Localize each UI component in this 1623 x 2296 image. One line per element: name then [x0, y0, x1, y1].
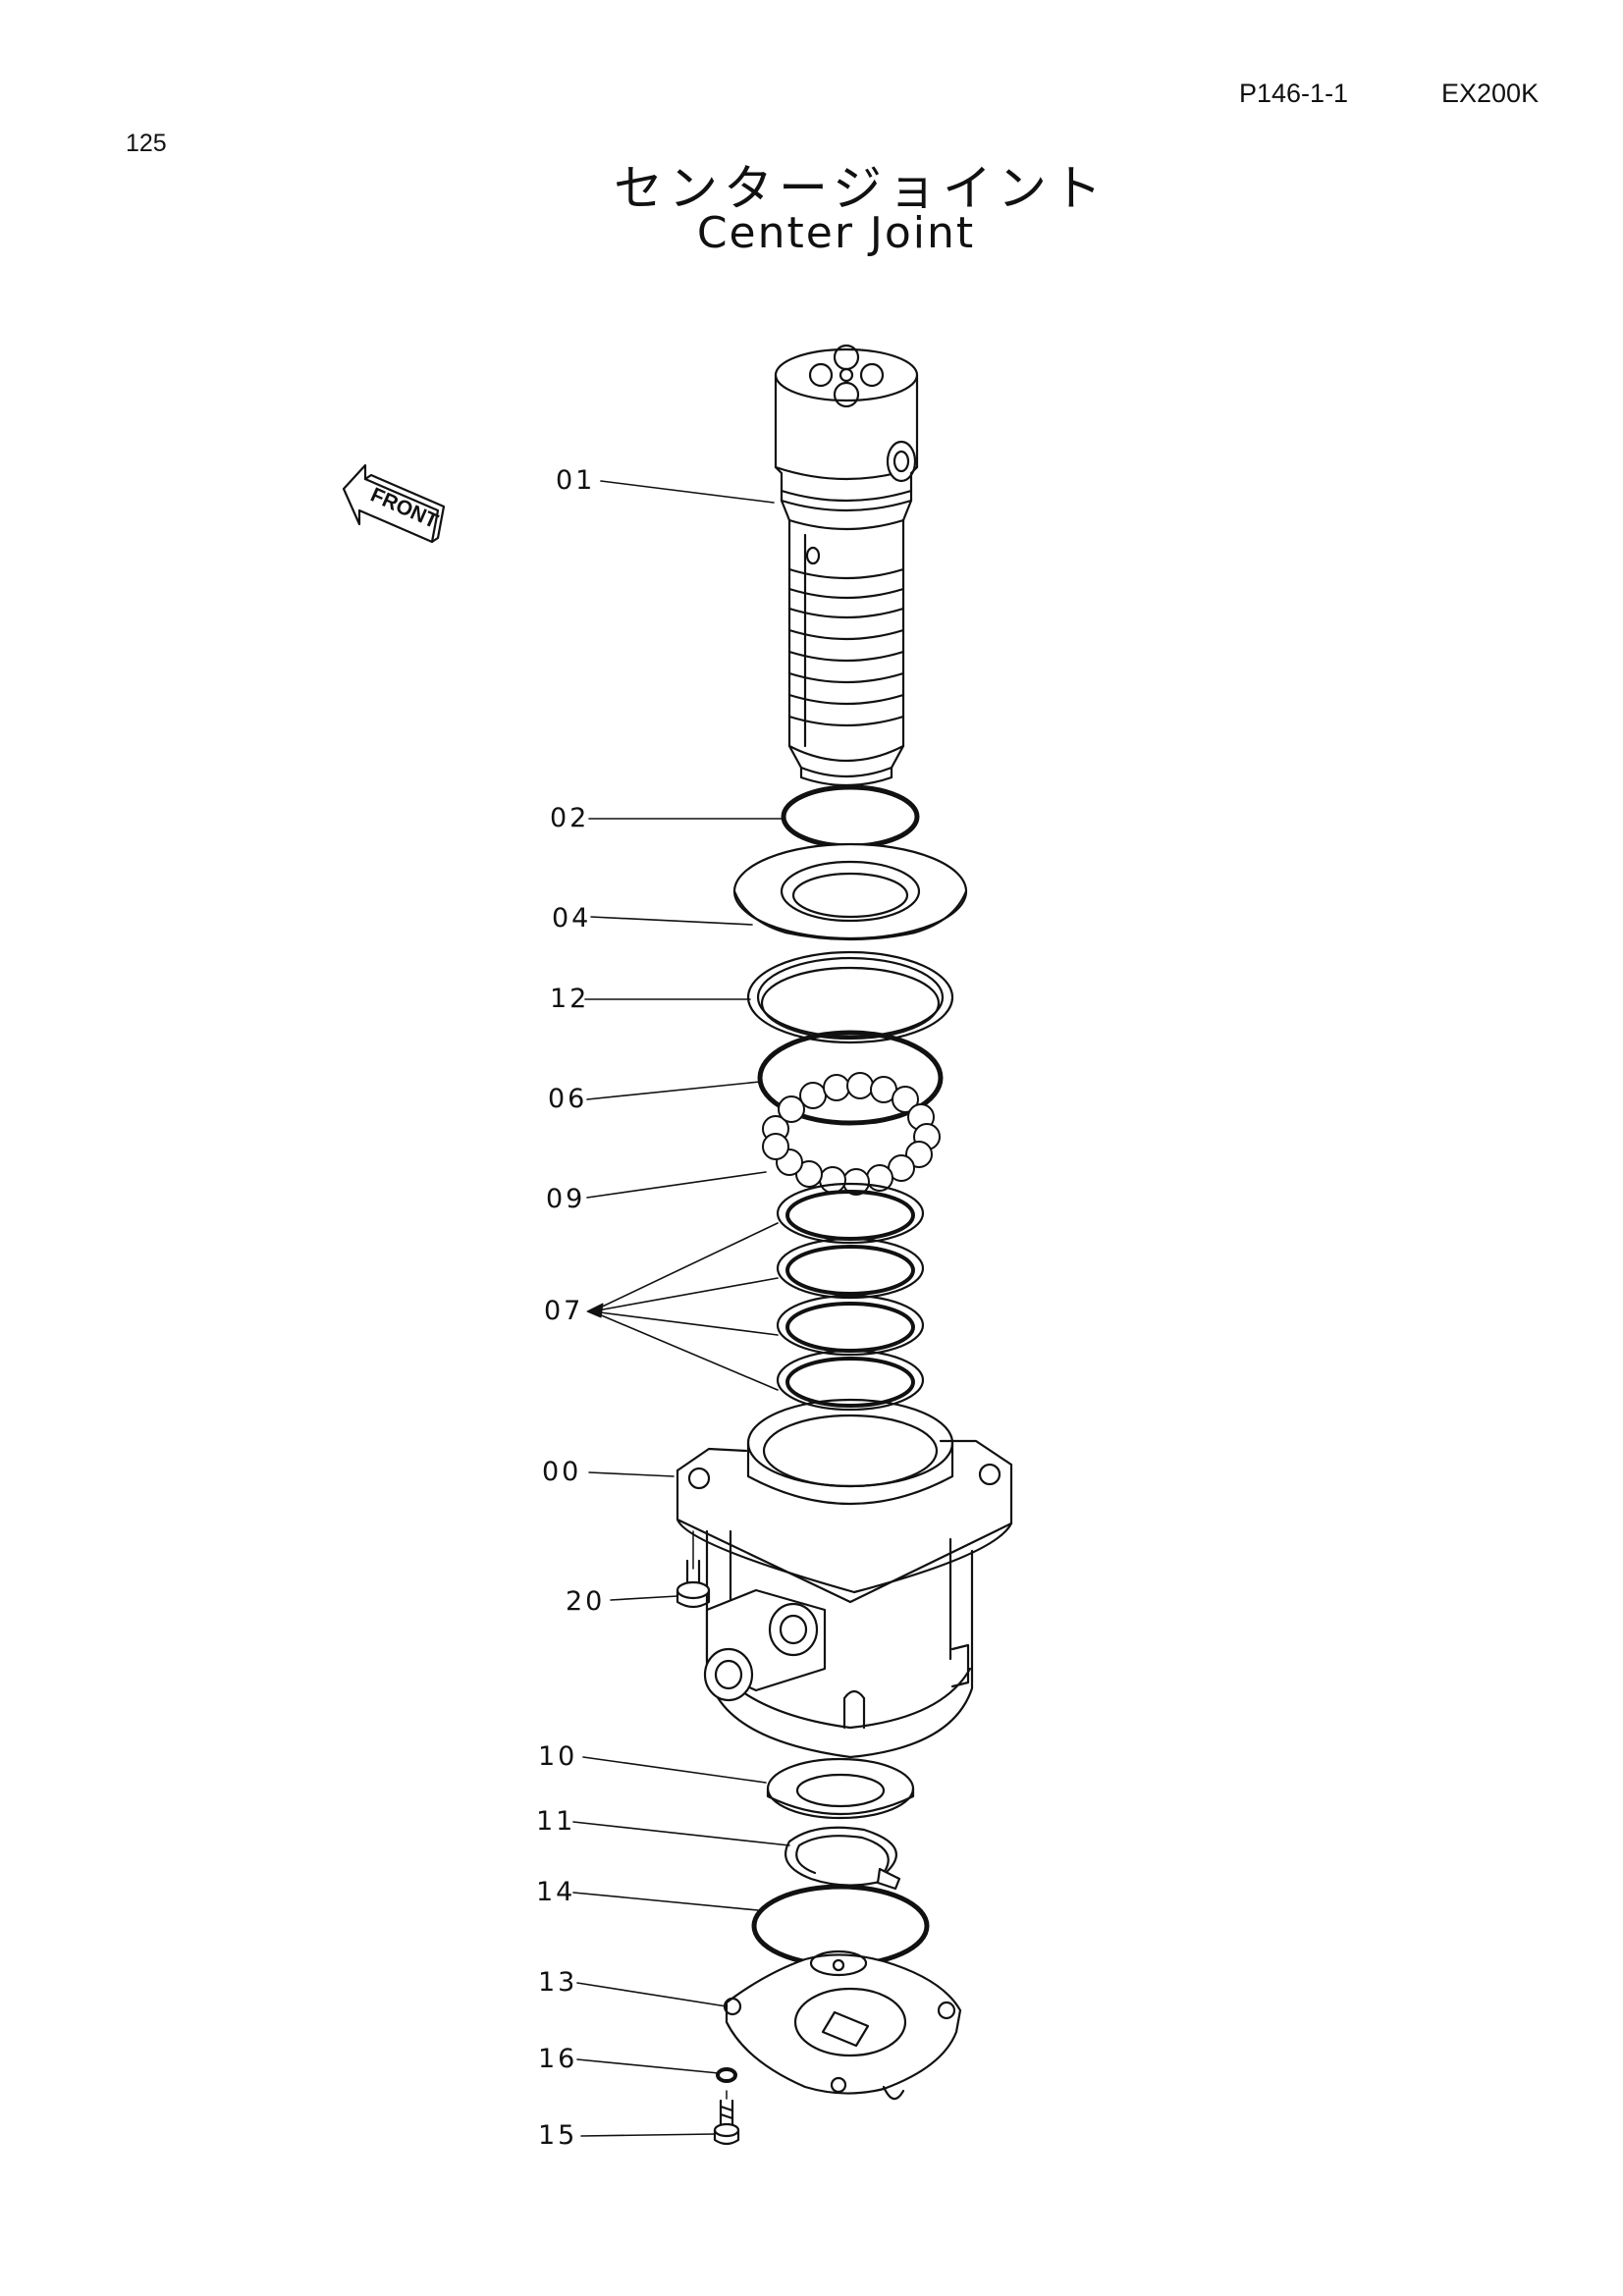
part-15-bolt	[713, 2090, 740, 2146]
part-07-rings	[776, 1182, 925, 1412]
leader-lines	[572, 480, 790, 2137]
part-00-body	[676, 1398, 1013, 1759]
callout-16: 16	[538, 2044, 578, 2074]
callout-06: 06	[548, 1084, 588, 1114]
callout-02: 02	[550, 803, 590, 833]
part-09-balls	[762, 1072, 941, 1196]
callout-15: 15	[538, 2120, 578, 2151]
part-06-o-ring	[757, 1030, 944, 1126]
part-14-o-ring	[751, 1884, 930, 1968]
part-13-cover	[723, 1949, 962, 2101]
callout-14: 14	[536, 1877, 576, 1907]
title-japanese: センタージョイント	[614, 160, 1108, 217]
callout-00: 00	[542, 1457, 582, 1487]
part-16-washer	[716, 2067, 737, 2083]
callout-13: 13	[538, 1967, 578, 1998]
title-english: Center Joint	[696, 208, 976, 258]
callout-07: 07	[544, 1296, 584, 1326]
part-12-seal	[746, 950, 954, 1044]
callout-12: 12	[550, 984, 590, 1014]
machine-model: EX200K	[1441, 79, 1540, 108]
callout-10: 10	[538, 1741, 578, 1772]
front-arrow-icon: FRONT	[342, 463, 446, 544]
page-number: 125	[126, 130, 167, 157]
part-20-bolt	[676, 1530, 711, 1609]
part-10-thrust-plate	[766, 1757, 915, 1820]
callout-01: 01	[556, 465, 596, 496]
callout-20: 20	[566, 1586, 606, 1617]
callout-09: 09	[546, 1184, 586, 1214]
part-01-spindle	[774, 344, 919, 787]
callout-04: 04	[552, 903, 592, 934]
part-11-snap-ring	[784, 1826, 901, 1891]
drawing-reference: P146-1-1	[1239, 79, 1349, 108]
callout-11: 11	[536, 1806, 576, 1837]
part-04-plate	[732, 842, 968, 941]
part-02-o-ring	[781, 784, 920, 849]
arrowhead-07	[586, 1303, 604, 1318]
